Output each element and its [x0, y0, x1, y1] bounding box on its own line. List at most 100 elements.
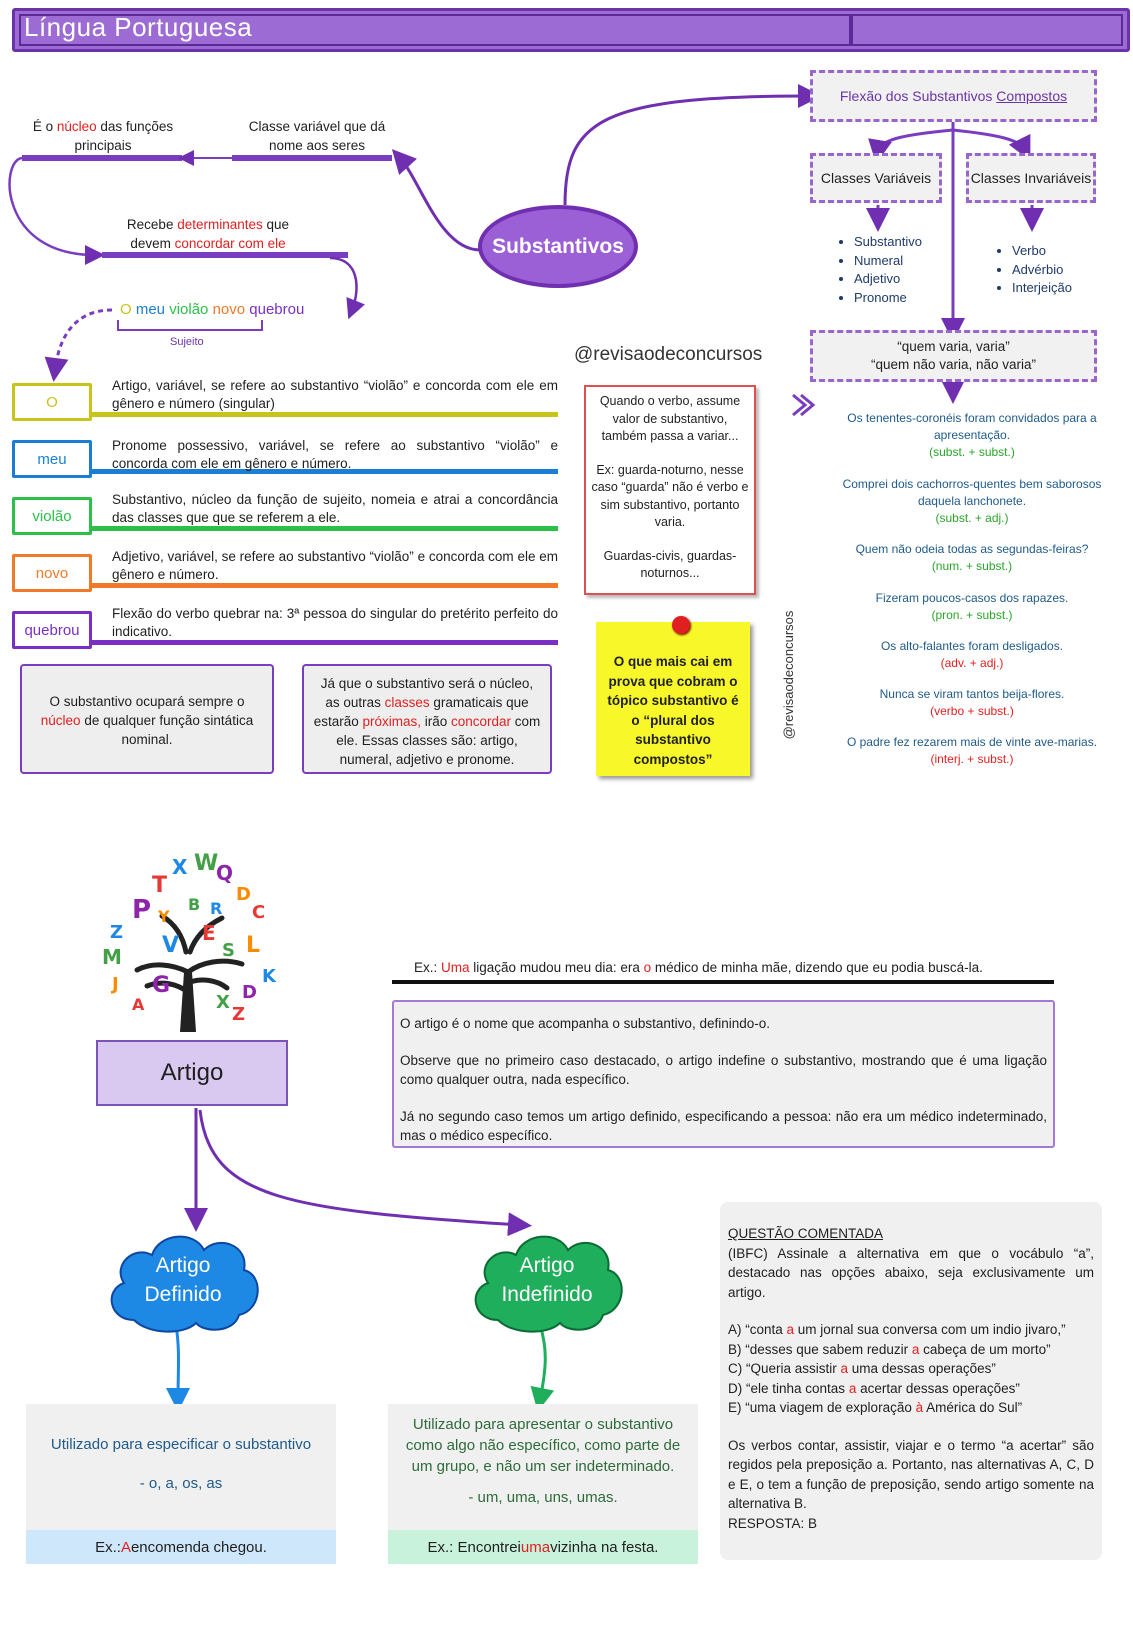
divider-line [392, 980, 1054, 984]
svg-text:B: B [188, 895, 200, 914]
svg-text:R: R [210, 899, 222, 918]
example-compound-2: Comprei dois cachorros-quentes bem sabor… [842, 477, 1102, 525]
example-compound-4: Fizeram poucos-casos dos rapazes.(pron. … [875, 591, 1069, 622]
artigo-example-line: Ex.: Uma ligação mudou meu dia: era o mé… [414, 960, 983, 975]
word-box-novo: novo [12, 554, 92, 592]
substantivos-node: Substantivos [478, 205, 638, 288]
example-compound-7: O padre fez rezarem mais de vinte ave-ma… [846, 735, 1098, 766]
list-item: Interjeição [1012, 279, 1072, 298]
svg-text:Z: Z [110, 922, 123, 943]
example-compound-3: Quem não odeia todas as segundas-feiras?… [855, 542, 1089, 573]
questao-resposta: RESPOSTA: B [728, 1515, 818, 1531]
word-desc-meu: Pronome possessivo, variável, se refere … [112, 438, 558, 471]
recebe-determinantes-text: Recebe determinantes que devem concordar… [126, 217, 290, 251]
questao-enunciado: (IBFC) Assinale a alternativa em que o v… [728, 1245, 1094, 1300]
questao-comentada-panel: QUESTÃO COMENTADA (IBFC) Assinale a alte… [720, 1202, 1102, 1560]
word-bar-quebrou [92, 640, 558, 645]
note-verbo-substantivo: Quando o verbo, assume valor de substant… [584, 385, 756, 595]
alt-d: D) “ele tinha contas a acertar dessas op… [728, 1380, 1020, 1396]
svg-text:Y: Y [157, 907, 170, 926]
questao-comentario: Os verbos contar, assistir, viajar e o t… [728, 1437, 1094, 1512]
definido-example: Ex.: A encomenda chegou. [26, 1530, 336, 1564]
svg-text:C: C [252, 902, 265, 923]
header-left-frame [19, 14, 851, 46]
svg-text:M: M [102, 945, 122, 969]
word-box-violao: violão [12, 497, 92, 535]
list-item: Substantivo [854, 233, 922, 252]
pin-icon [672, 616, 690, 634]
svg-text:J: J [110, 974, 119, 995]
artigo-indefinido-title: Artigo Indefinido [501, 1254, 593, 1306]
list-classes-invariaveis: Verbo Advérbio Interjeição [994, 242, 1072, 298]
definido-text: Utilizado para especificar o substantivo [50, 1436, 312, 1453]
scroll-nucleo: O substantivo ocupará sempre o núcleo de… [20, 664, 274, 774]
classes-invariaveis-box: Classes Invariáveis [966, 153, 1096, 203]
indefinido-forms: - um, uma, uns, umas. [468, 1489, 618, 1506]
word-box-quebrou: quebrou [12, 611, 92, 649]
svg-text:Z: Z [232, 1004, 245, 1025]
word-desc-o: Artigo, variável, se refere ao substanti… [112, 378, 558, 411]
header-right-frame [851, 14, 1123, 46]
list-classes-variaveis: Substantivo Numeral Adjetivo Pronome [836, 233, 922, 307]
indefinido-text: Utilizado para apresentar o substantivo … [405, 1416, 681, 1475]
artigo-definition-box: O artigo é o nome que acompanha o substa… [392, 1000, 1055, 1148]
example-compound-6: Nunca se viram tantos beija-flores.(verb… [879, 687, 1065, 718]
sticky-note: O que mais cai em prova que cobram o tóp… [596, 622, 750, 776]
list-item: Adjetivo [854, 270, 922, 289]
alt-e: E) “uma viagem de exploração à América d… [728, 1400, 1023, 1415]
word-box-o: O [12, 383, 92, 421]
artigo-node: Artigo [96, 1040, 288, 1106]
cloud-indefinido-icon [474, 1235, 623, 1333]
handle-text: @revisaodeconcursos [574, 344, 763, 365]
alphabet-tree-icon: T X W Q D C P Z M J A G V E S L K D X Z … [102, 852, 277, 1032]
classe-variavel-text: Classe variável que dá nome aos seres [248, 119, 386, 153]
svg-text:K: K [262, 966, 277, 987]
word-box-meu: meu [12, 440, 92, 478]
list-item: Pronome [854, 289, 922, 308]
alt-a: A) “conta a um jornal sua conversa com u… [728, 1322, 1066, 1337]
svg-text:A: A [132, 995, 145, 1014]
scroll-concordancia: Já que o substantivo será o núcleo, as o… [302, 664, 552, 774]
word-desc-novo: Adjetivo, variável, se refere ao substan… [112, 549, 558, 582]
flexao-compostos-box: Flexão dos Substantivos Compostos [810, 70, 1097, 122]
vertical-handle: @revisaodeconcursos [781, 610, 796, 740]
word-bar-novo [92, 583, 558, 588]
header-bar [12, 8, 1130, 52]
svg-text:D: D [242, 982, 257, 1003]
questao-title: QUESTÃO COMENTADA [728, 1226, 884, 1241]
svg-text:G: G [152, 973, 170, 998]
page-title: Língua Portuguesa [24, 12, 253, 42]
word-desc-violao: Substantivo, núcleo da função de sujeito… [112, 492, 558, 525]
classes-variaveis-box: Classes Variáveis [810, 153, 942, 203]
example-compound-1: Os tenentes-coronéis foram convidados pa… [847, 411, 1097, 459]
example-sentence: O meu violão novo quebrou [120, 301, 305, 318]
svg-text:X: X [216, 992, 230, 1013]
word-bar-violao [92, 526, 558, 531]
svg-text:E: E [202, 921, 216, 945]
list-item: Numeral [854, 252, 922, 271]
panel-definido: Utilizado para especificar o substantivo… [26, 1404, 336, 1530]
quem-varia-box: “quem varia, varia” “quem não varia, não… [810, 330, 1097, 382]
definido-forms: - o, a, os, as [139, 1475, 223, 1492]
nucleo-text: É o núcleo das funções principais [32, 119, 174, 153]
indefinido-example: Ex.: Encontrei uma vizinha na festa. [388, 1530, 698, 1564]
alt-b: B) “desses que sabem reduzir a cabeça de… [728, 1341, 1051, 1357]
sujeito-label: Sujeito [170, 336, 204, 348]
list-item: Advérbio [1012, 261, 1072, 280]
svg-text:D: D [236, 884, 251, 905]
svg-text:W: W [194, 852, 218, 876]
example-compound-5: Os alto-falantes foram desligados.(adv. … [880, 639, 1064, 670]
word-desc-quebrou: Flexão do verbo quebrar na: 3ª pessoa do… [112, 606, 558, 639]
word-bar-meu [92, 469, 558, 474]
svg-text:L: L [246, 933, 260, 958]
svg-text:T: T [152, 873, 167, 898]
svg-text:S: S [222, 940, 235, 961]
cloud-definido-icon [110, 1235, 259, 1333]
svg-text:X: X [172, 855, 188, 879]
svg-text:P: P [132, 895, 151, 925]
artigo-definido-title: Artigo Definido [144, 1254, 222, 1306]
alt-c: C) “Queria assistir a uma dessas operaçõ… [728, 1361, 996, 1376]
connector-lines [8, 84, 1044, 417]
panel-indefinido: Utilizado para apresentar o substantivo … [388, 1404, 698, 1530]
word-bar-o [92, 412, 558, 417]
